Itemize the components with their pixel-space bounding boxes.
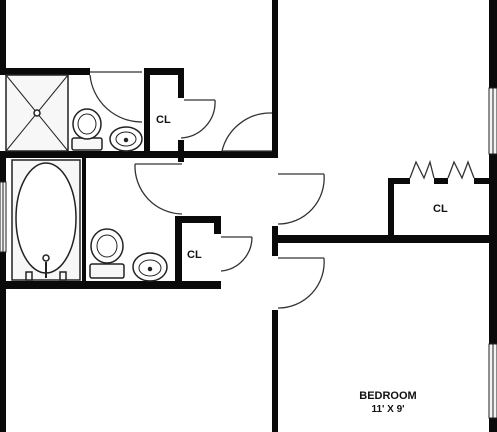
wall-bath2-bottom [0, 281, 184, 289]
toilet-2-tank [89, 263, 125, 279]
sink-2-drain-icon [147, 266, 153, 272]
doors [89, 71, 325, 309]
wall-closet2-top [175, 216, 221, 223]
wall-closet3-top-right [474, 178, 497, 184]
door-closet1-arc [180, 99, 216, 139]
wall-right-upper [489, 0, 497, 88]
wall-bedroom-top [272, 235, 497, 243]
wall-right-mid [489, 154, 497, 344]
bathtub-drain-icon [42, 254, 50, 262]
wall-closet2-bottom [175, 281, 221, 289]
wall-closet3-top-mid [434, 178, 448, 184]
bathtub-handle-right [59, 271, 67, 281]
wall-bath1-top [0, 68, 90, 75]
wall-closet1-top [144, 68, 184, 75]
toilet-1-seat [77, 113, 97, 135]
bifold-door-left [409, 159, 435, 180]
windows [0, 87, 497, 419]
wall-closet2-right [214, 216, 221, 234]
door-bath1-arc [89, 74, 143, 123]
toilet-1-tank [71, 137, 103, 151]
wall-closet3-top-left [388, 178, 410, 184]
bifold-door-right [447, 160, 475, 180]
wall-closet3-left [388, 178, 394, 240]
wall-bath2-partition [82, 158, 86, 284]
bathroom-2 [11, 159, 168, 282]
wall-closet1-right [178, 68, 184, 98]
wall-closet2-left [175, 216, 182, 289]
closet-1-label: CL [156, 114, 171, 126]
bathroom-1 [5, 74, 143, 152]
closet-2-label: CL [187, 249, 202, 261]
shower-drain-icon [33, 109, 41, 117]
wall-hall-top-stub [210, 151, 276, 158]
door-hall-upper-arc [221, 112, 273, 152]
bathtub-handle-left [25, 271, 33, 281]
wall-right-lower [489, 418, 497, 432]
bedroom-size: 11' X 9' [371, 404, 404, 415]
door-right-room-arc [277, 173, 325, 225]
toilet-2-seat [96, 234, 118, 258]
sink-1-drain-icon [123, 137, 129, 143]
door-closet2-arc [220, 236, 253, 272]
wall-left-upper [0, 0, 6, 68]
wall-left-lower [0, 285, 6, 432]
wall-middle-horizontal [0, 151, 225, 158]
door-bath2-arc [134, 163, 183, 215]
wall-closet1-left [144, 68, 150, 158]
wall-hall-left-lower [272, 310, 278, 432]
closet-3-label: CL [433, 203, 448, 215]
bedroom-name: BEDROOM [359, 390, 416, 402]
bifold-doors [409, 159, 475, 180]
wall-hall-left-upper [272, 0, 278, 158]
door-bedroom-arc [277, 257, 325, 309]
